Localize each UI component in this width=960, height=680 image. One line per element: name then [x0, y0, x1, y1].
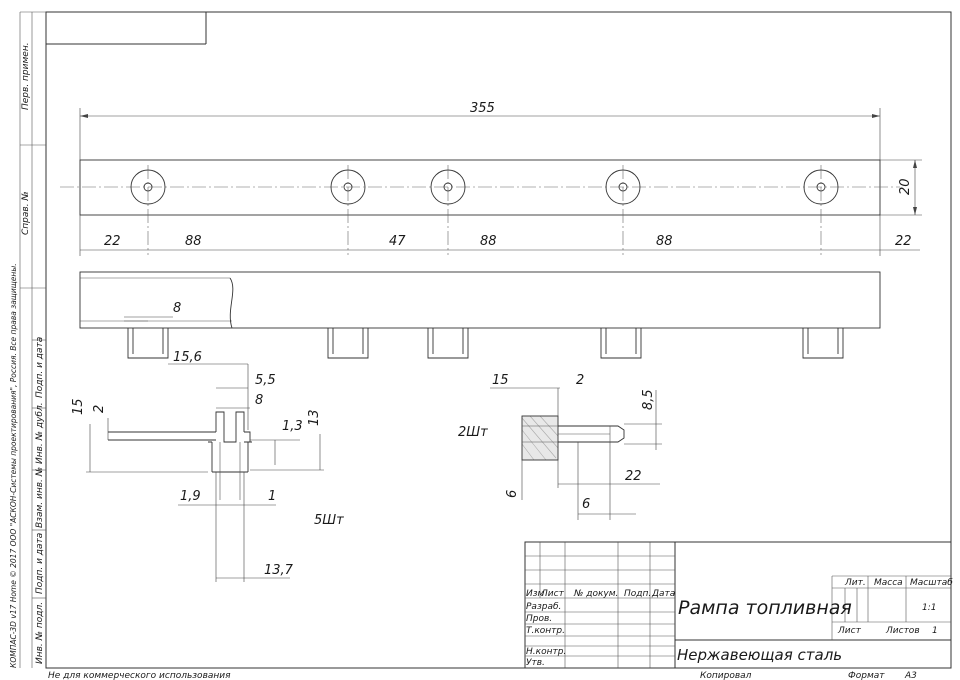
fitting-detail: 15,6 5,5 8 15 2 1,3 13 1,9 1 13,7 5Шт	[71, 350, 344, 582]
dim-spacing-1: 22	[104, 234, 121, 249]
margin-copyright: КОМПАС-3D v17 Home © 2017 ООО "АСКОН-Сис…	[9, 263, 18, 668]
tb-tkontr: Т.контр.	[526, 626, 565, 636]
dim-plug-8-5: 8,5	[641, 389, 656, 410]
tb-n-dokum: № докум.	[573, 589, 618, 599]
dim-plug-2: 2	[576, 373, 584, 388]
rail-front-view: 8	[79, 271, 881, 359]
tb-massa: Масса	[874, 578, 903, 588]
dim-fitting-bore: 5,5	[255, 373, 276, 388]
dim-slot: 8	[173, 301, 181, 316]
tb-prov: Пров.	[526, 614, 552, 624]
dim-fitting-1-9: 1,9	[180, 489, 201, 504]
dim-height: 20	[898, 178, 913, 195]
tb-nkontr: Н.контр.	[526, 647, 566, 657]
dim-plug-22: 22	[625, 469, 642, 484]
margin-inv-dubl: Инв. № дубл.	[35, 402, 45, 464]
fitting-stubs	[127, 328, 844, 359]
dim-plug-6a: 6	[505, 490, 520, 498]
margin-inv-podl: Инв. № подл.	[35, 602, 45, 664]
dim-spacing-2: 88	[185, 234, 202, 249]
tb-material: Нержавеющая сталь	[677, 646, 842, 664]
rail-top-view: 355 20 22 88 47 88 88 22	[60, 101, 922, 256]
tb-listov-value: 1	[932, 626, 938, 636]
dim-fitting-height: 15	[71, 398, 86, 415]
margin-sprav: Справ. №	[21, 191, 31, 235]
title-block: Изм Лист № докум. Подп. Дата Разраб. Про…	[524, 541, 953, 669]
tb-masshtab: Масштаб	[910, 578, 953, 588]
dim-plug-6b: 6	[582, 497, 590, 512]
tb-lit: Лит.	[844, 578, 866, 588]
tb-razrab: Разраб.	[526, 602, 561, 612]
dim-fitting-base: 13,7	[264, 563, 294, 578]
tb-name: Рампа топливная	[678, 597, 852, 619]
tb-izm: Изм	[526, 589, 545, 599]
tb-podp: Подп.	[624, 589, 651, 599]
tb-utv: Утв.	[526, 658, 545, 668]
footer-kopiroval: Копировал	[700, 671, 752, 680]
footer-format-value: A3	[904, 671, 917, 680]
dim-spacing-3: 47	[389, 234, 406, 249]
dim-fitting-1: 1	[268, 489, 276, 504]
dim-fitting-13: 13	[307, 409, 322, 426]
port-holes	[130, 165, 839, 255]
plug-detail: 15 2 8,5 6 22 6 2Шт	[458, 373, 662, 520]
tb-data: Дата	[651, 589, 675, 599]
footer-noncommercial: Не для коммерческого использования	[48, 671, 231, 680]
dim-spacing-5: 88	[656, 234, 673, 249]
dim-fitting-dia: 15,6	[173, 350, 202, 365]
footer-format-label: Формат	[848, 671, 885, 680]
margin-podp-data-1: Подп. и дата	[35, 337, 45, 398]
tb-scale: 1:1	[922, 603, 936, 613]
dim-spacing-4: 88	[480, 234, 497, 249]
margin-podp-data-2: Подп. и дата	[35, 533, 45, 594]
sheet-frame	[19, 11, 952, 669]
footer: Не для коммерческого использования Копир…	[48, 671, 917, 680]
dim-overall-length: 355	[470, 101, 495, 116]
dim-plug-15: 15	[492, 373, 509, 388]
margin-labels: Перв. примен. Справ. № КОМПАС-3D v17 Hom…	[9, 42, 45, 668]
dim-fitting-8: 8	[255, 393, 263, 408]
dim-fitting-1-3: 1,3	[282, 419, 303, 434]
margin-perv-primen: Перв. примен.	[21, 42, 31, 110]
margin-vzam-inv: Взам. инв. №	[35, 467, 45, 528]
dim-fitting-2: 2	[92, 405, 107, 413]
dim-spacing-6: 22	[895, 234, 912, 249]
tb-listov-label: Листов	[885, 626, 920, 636]
tb-list: Лист	[540, 589, 565, 599]
plug-qty: 2Шт	[458, 425, 488, 440]
tb-list-label: Лист	[837, 626, 862, 636]
fitting-qty: 5Шт	[314, 513, 344, 528]
